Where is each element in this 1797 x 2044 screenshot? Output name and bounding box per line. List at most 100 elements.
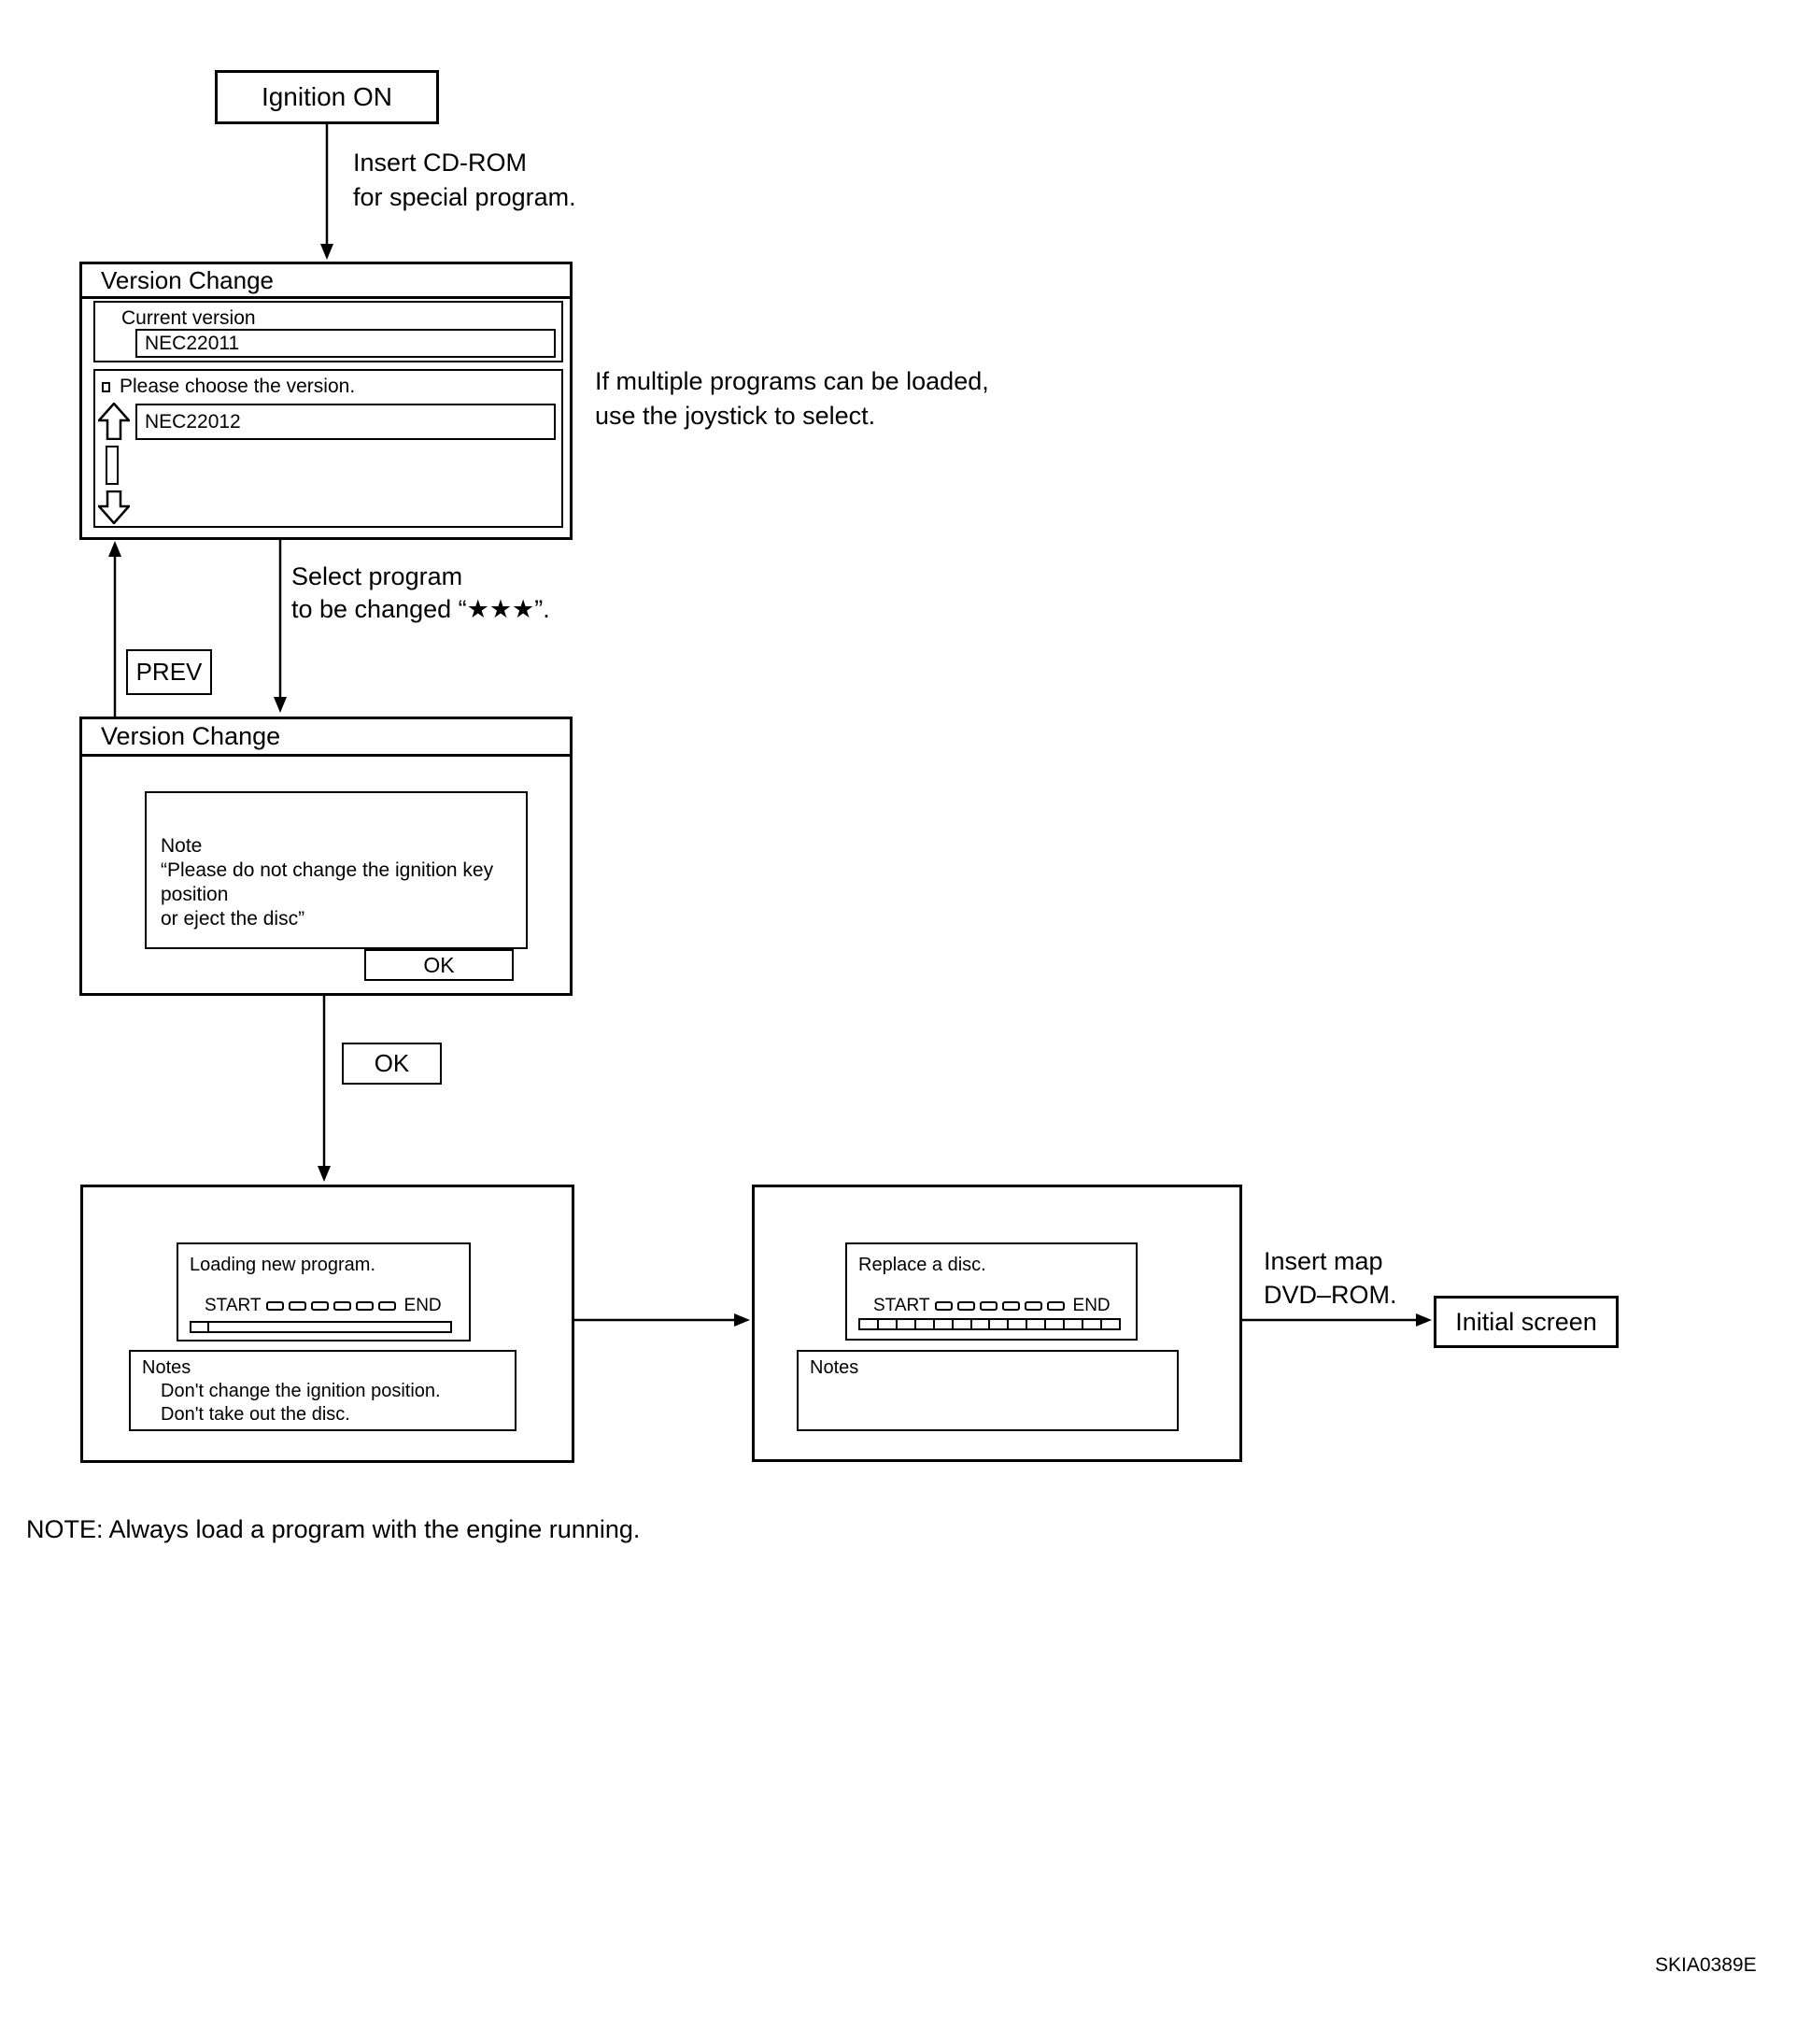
replace-progress-bar xyxy=(858,1318,1121,1330)
arrow-screen2-to-screen3 xyxy=(318,996,331,1182)
insert-cdrom-note: Insert CD-ROM for special program. xyxy=(353,146,576,215)
scrollbar-track xyxy=(106,446,119,485)
progress-cell xyxy=(1027,1320,1047,1328)
select-program-note: Select program to be changed “★★★”. xyxy=(291,561,550,626)
current-version-label: Current version xyxy=(121,307,256,329)
replace-end-label: END xyxy=(1072,1296,1111,1315)
progress-cell xyxy=(954,1320,972,1328)
screen1-title: Version Change xyxy=(101,265,275,294)
replace-disc-screen: Replace a disc. START END xyxy=(752,1185,1242,1462)
bullet-square-icon xyxy=(102,382,110,392)
loading-note-1: Don't change the ignition position. xyxy=(161,1381,441,1401)
arrow-screen3-to-screen4 xyxy=(574,1313,750,1327)
replace-message-box: Replace a disc. START END xyxy=(845,1242,1138,1341)
progress-cell xyxy=(1046,1320,1066,1328)
prev-step-box: PREV xyxy=(126,649,212,695)
progress-cell xyxy=(972,1320,991,1328)
loading-note-2: Don't take out the disc. xyxy=(161,1404,350,1425)
progress-cell xyxy=(898,1320,916,1328)
joystick-note: If multiple programs can be loaded, use … xyxy=(595,364,989,433)
note-title: Note xyxy=(161,835,203,857)
loading-screen: Loading new program. START END Notes Don… xyxy=(80,1185,574,1463)
version-change-screen-1: Version Change Current version NEC22011 … xyxy=(79,262,573,540)
ok-step-label: OK xyxy=(374,1049,410,1077)
loading-progress-legend: START END xyxy=(205,1296,442,1316)
arrow-screen4-to-initial xyxy=(1242,1313,1432,1327)
progress-cell xyxy=(1083,1320,1102,1328)
loading-progress-bar xyxy=(190,1321,452,1333)
insert-dvd-line1: Insert map xyxy=(1264,1247,1383,1275)
insert-dvd-note: Insert map DVD–ROM. xyxy=(1264,1244,1397,1312)
loading-end-label: END xyxy=(403,1296,442,1315)
prev-label: PREV xyxy=(135,658,203,686)
progress-cell xyxy=(860,1320,879,1328)
version-change-screen-2: Version Change Note “Please do not chang… xyxy=(79,717,573,996)
note-dialog-text: Note “Please do not change the ignition … xyxy=(161,834,526,931)
arrow-ignition-to-screen1 xyxy=(320,124,333,260)
loading-start-label: START xyxy=(205,1296,262,1315)
choose-version-panel: Please choose the version. NEC22012 xyxy=(93,369,563,528)
replace-progress-legend: START END xyxy=(873,1296,1111,1316)
progress-segment-icon xyxy=(333,1301,351,1311)
choose-version-value: NEC22012 xyxy=(145,410,241,433)
ok-step-box: OK xyxy=(342,1043,442,1085)
current-version-field: NEC22011 xyxy=(135,329,556,358)
progress-segment-icon xyxy=(377,1301,396,1311)
progress-segment-icon xyxy=(310,1301,329,1311)
progress-segment-icon xyxy=(1024,1301,1042,1311)
current-version-panel: Current version NEC22011 xyxy=(93,301,563,362)
progress-segment-icon xyxy=(1001,1301,1020,1311)
select-program-line2: to be changed “★★★”. xyxy=(291,595,550,623)
loading-notes-box: Notes Don't change the ignition position… xyxy=(129,1350,516,1431)
progress-cell xyxy=(935,1320,954,1328)
select-program-line1: Select program xyxy=(291,562,463,590)
loading-progress-fill xyxy=(191,1323,209,1331)
dialog-ok-button: OK xyxy=(364,949,514,981)
choose-version-field: NEC22012 xyxy=(135,404,556,440)
note-line2: or eject the disc” xyxy=(161,908,305,930)
progress-cell xyxy=(916,1320,935,1328)
progress-cell xyxy=(1102,1320,1119,1328)
screen2-titlebar: Version Change xyxy=(82,719,570,757)
initial-screen-box: Initial screen xyxy=(1434,1296,1619,1348)
scroll-up-icon xyxy=(98,403,130,440)
progress-segment-icon xyxy=(956,1301,975,1311)
scroll-down-icon xyxy=(98,490,130,524)
progress-segment-icon xyxy=(1046,1301,1065,1311)
loading-notes-title: Notes xyxy=(142,1357,191,1378)
progress-segment-icon xyxy=(934,1301,953,1311)
replace-notes-title: Notes xyxy=(810,1357,859,1378)
ignition-on-box: Ignition ON xyxy=(215,70,439,124)
progress-cell xyxy=(1009,1320,1028,1328)
replace-message: Replace a disc. xyxy=(858,1255,986,1275)
ignition-on-label: Ignition ON xyxy=(261,82,393,111)
loading-message-box: Loading new program. START END xyxy=(177,1242,471,1341)
progress-segment-icon xyxy=(288,1301,306,1311)
progress-cell xyxy=(1065,1320,1084,1328)
progress-cell xyxy=(879,1320,898,1328)
footer-note: NOTE: Always load a program with the eng… xyxy=(26,1515,641,1543)
insert-dvd-line2: DVD–ROM. xyxy=(1264,1281,1397,1309)
note-dialog: Note “Please do not change the ignition … xyxy=(145,791,528,949)
dialog-ok-label: OK xyxy=(423,952,455,977)
progress-segment-icon xyxy=(355,1301,374,1311)
insert-cdrom-line2: for special program. xyxy=(353,183,576,211)
arrow-prev-return xyxy=(108,541,121,717)
screen2-title: Version Change xyxy=(101,722,281,750)
progress-segment-icon xyxy=(265,1301,284,1311)
insert-cdrom-line1: Insert CD-ROM xyxy=(353,149,528,177)
progress-segment-icon xyxy=(979,1301,998,1311)
joystick-note-line1: If multiple programs can be loaded, xyxy=(595,367,989,395)
replace-start-label: START xyxy=(873,1296,930,1315)
progress-cell xyxy=(990,1320,1010,1328)
initial-screen-label: Initial screen xyxy=(1455,1307,1597,1336)
replace-notes-box: Notes xyxy=(797,1350,1179,1431)
current-version-value: NEC22011 xyxy=(145,332,240,354)
loading-message: Loading new program. xyxy=(190,1255,376,1275)
figure-code: SKIA0389E xyxy=(1655,1954,1757,1976)
joystick-note-line2: use the joystick to select. xyxy=(595,402,876,430)
arrow-screen1-to-screen2 xyxy=(274,540,287,713)
screen1-titlebar: Version Change xyxy=(82,264,570,299)
choose-version-prompt: Please choose the version. xyxy=(120,376,356,397)
